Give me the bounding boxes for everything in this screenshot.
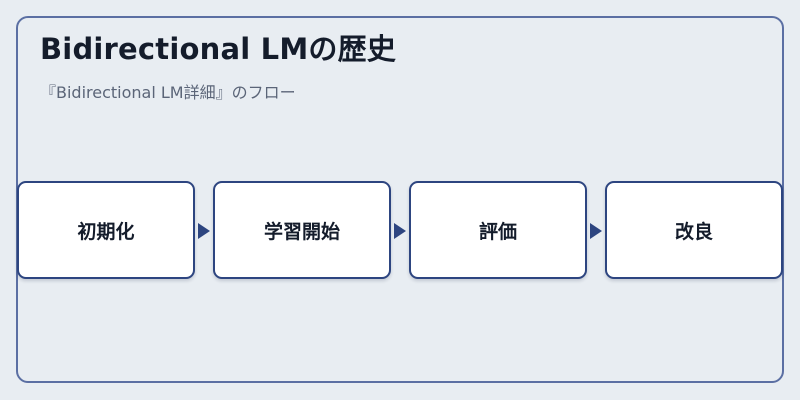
diagram-subtitle: 『Bidirectional LM詳細』のフロー bbox=[40, 83, 296, 102]
step-box-evaluation: 評価 bbox=[409, 181, 587, 279]
step-label: 初期化 bbox=[77, 220, 135, 243]
step-box-initialize: 初期化 bbox=[17, 181, 195, 279]
arrow-right-icon bbox=[590, 223, 602, 239]
step-label: 評価 bbox=[478, 220, 517, 243]
step-box-improvement: 改良 bbox=[605, 181, 783, 279]
arrow-right-icon bbox=[198, 223, 210, 239]
step-label: 学習開始 bbox=[263, 220, 340, 243]
step-label: 改良 bbox=[674, 220, 713, 243]
step-box-training-start: 学習開始 bbox=[213, 181, 391, 279]
diagram-title: Bidirectional LMの歴史 bbox=[40, 32, 397, 66]
arrow-right-icon bbox=[394, 223, 406, 239]
